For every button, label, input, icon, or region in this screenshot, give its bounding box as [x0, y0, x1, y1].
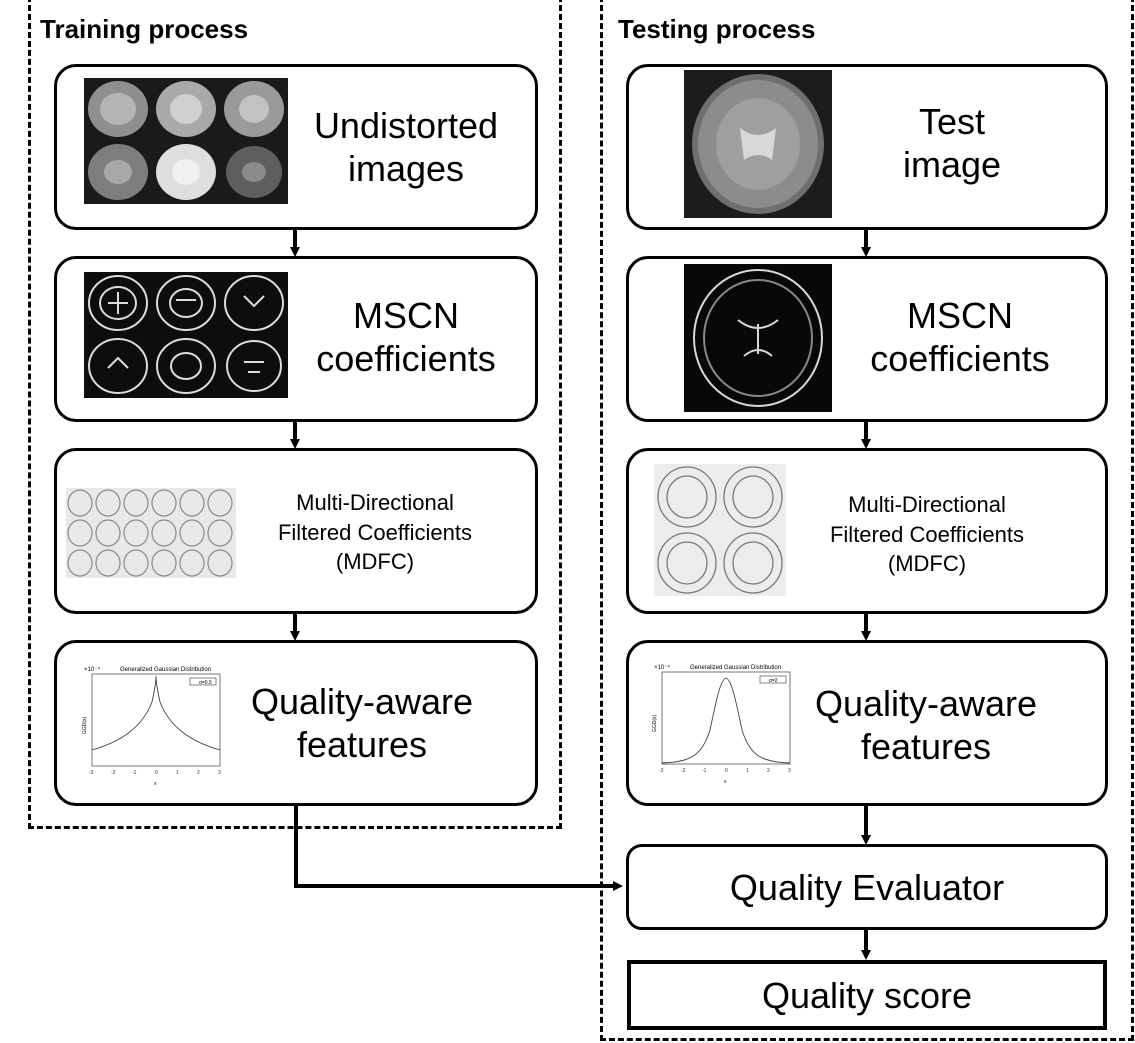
training-plot-xlabel: x	[154, 781, 157, 787]
training-xtick: -1	[132, 770, 137, 776]
training-xtick: 2	[197, 770, 200, 776]
training-step3-line3: (MDFC)	[335, 549, 415, 575]
testing-xtick: -1	[702, 768, 707, 774]
testing-step2-line1: MSCN	[907, 295, 1013, 336]
testing-step3-label: Multi-Directional Filtered Coefficients …	[802, 490, 1052, 579]
training-step2-label: MSCN coefficients	[290, 294, 522, 380]
training-features-box	[54, 640, 538, 806]
training-xtick: 3	[218, 770, 221, 776]
training-xtick: 0	[155, 770, 158, 776]
training-step2-line2: coefficients	[316, 338, 496, 380]
testing-xtick: 0	[725, 768, 728, 774]
training-step3-line2: Filtered Coefficients	[277, 519, 472, 545]
testing-step1-label: Test image	[836, 100, 1068, 186]
testing-title: Testing process	[618, 14, 816, 44]
testing-xtick: 2	[767, 768, 770, 774]
testing-features-box	[626, 640, 1108, 806]
quality-evaluator-label: Quality Evaluator	[729, 867, 1005, 908]
testing-panel	[600, 0, 1134, 1041]
brain-montage-image	[84, 78, 288, 204]
mdfc-montage-image	[66, 488, 236, 578]
testing-ggd-plot: ×10⁻⁴ Generalized Gaussian Distribution …	[652, 664, 791, 785]
testing-step4-label: Quality-aware features	[810, 682, 1042, 768]
training-plot-title: Generalized Gaussian Distribution	[120, 667, 211, 673]
test-mdfc-image	[654, 464, 786, 596]
testing-step3-line1: Multi-Directional	[848, 492, 1006, 517]
quality-score-box	[627, 960, 1107, 1030]
training-step1-line1: Undistorted	[313, 105, 499, 146]
training-plot-ylabel: GGD(x)	[82, 716, 88, 734]
training-ggd-plot: ×10⁻⁴ Generalized Gaussian Distribution …	[82, 666, 221, 787]
training-step1-line2: images	[347, 148, 465, 190]
testing-xtick: 3	[788, 768, 791, 774]
testing-plot-legend: α=2	[769, 678, 778, 684]
test-brain-image	[684, 70, 832, 218]
testing-step2-label: MSCN coefficients	[844, 294, 1076, 380]
testing-step3-line2: Filtered Coefficients	[829, 521, 1024, 547]
quality-score-label: Quality score	[761, 975, 973, 1016]
testing-step4-line1: Quality-aware	[814, 683, 1038, 724]
testing-step1-line2: image	[902, 144, 1002, 186]
mscn-montage-image	[84, 272, 288, 398]
training-plot-legend: α=0.5	[199, 680, 212, 686]
testing-plot-ylabel: GGD(x)	[652, 714, 658, 732]
training-step4-line2: features	[296, 724, 428, 766]
training-step4-label: Quality-aware features	[246, 680, 478, 766]
training-step3-line1: Multi-Directional	[296, 490, 454, 515]
testing-plot-title: Generalized Gaussian Distribution	[690, 665, 781, 671]
training-title: Training process	[40, 14, 249, 44]
training-xtick: -3	[89, 770, 94, 776]
training-step1-label: Undistorted images	[290, 104, 522, 190]
test-mscn-image	[684, 264, 832, 412]
training-step4-line1: Quality-aware	[250, 681, 474, 722]
training-xtick: 1	[176, 770, 179, 776]
training-xtick: -2	[111, 770, 116, 776]
testing-xtick: -2	[681, 768, 686, 774]
testing-step1-line1: Test	[918, 101, 986, 142]
testing-plot-xlabel: x	[724, 779, 727, 785]
testing-step4-line2: features	[860, 726, 992, 768]
training-step3-label: Multi-Directional Filtered Coefficients …	[250, 488, 500, 577]
testing-xtick: 1	[746, 768, 749, 774]
testing-step3-line3: (MDFC)	[887, 551, 967, 577]
testing-xtick: -3	[659, 768, 664, 774]
quality-evaluator-box	[626, 844, 1108, 930]
training-plot-exponent: ×10⁻⁴	[84, 666, 100, 673]
testing-step2-line2: coefficients	[870, 338, 1050, 380]
training-step2-line1: MSCN	[353, 295, 459, 336]
testing-plot-exponent: ×10⁻⁴	[654, 664, 670, 671]
